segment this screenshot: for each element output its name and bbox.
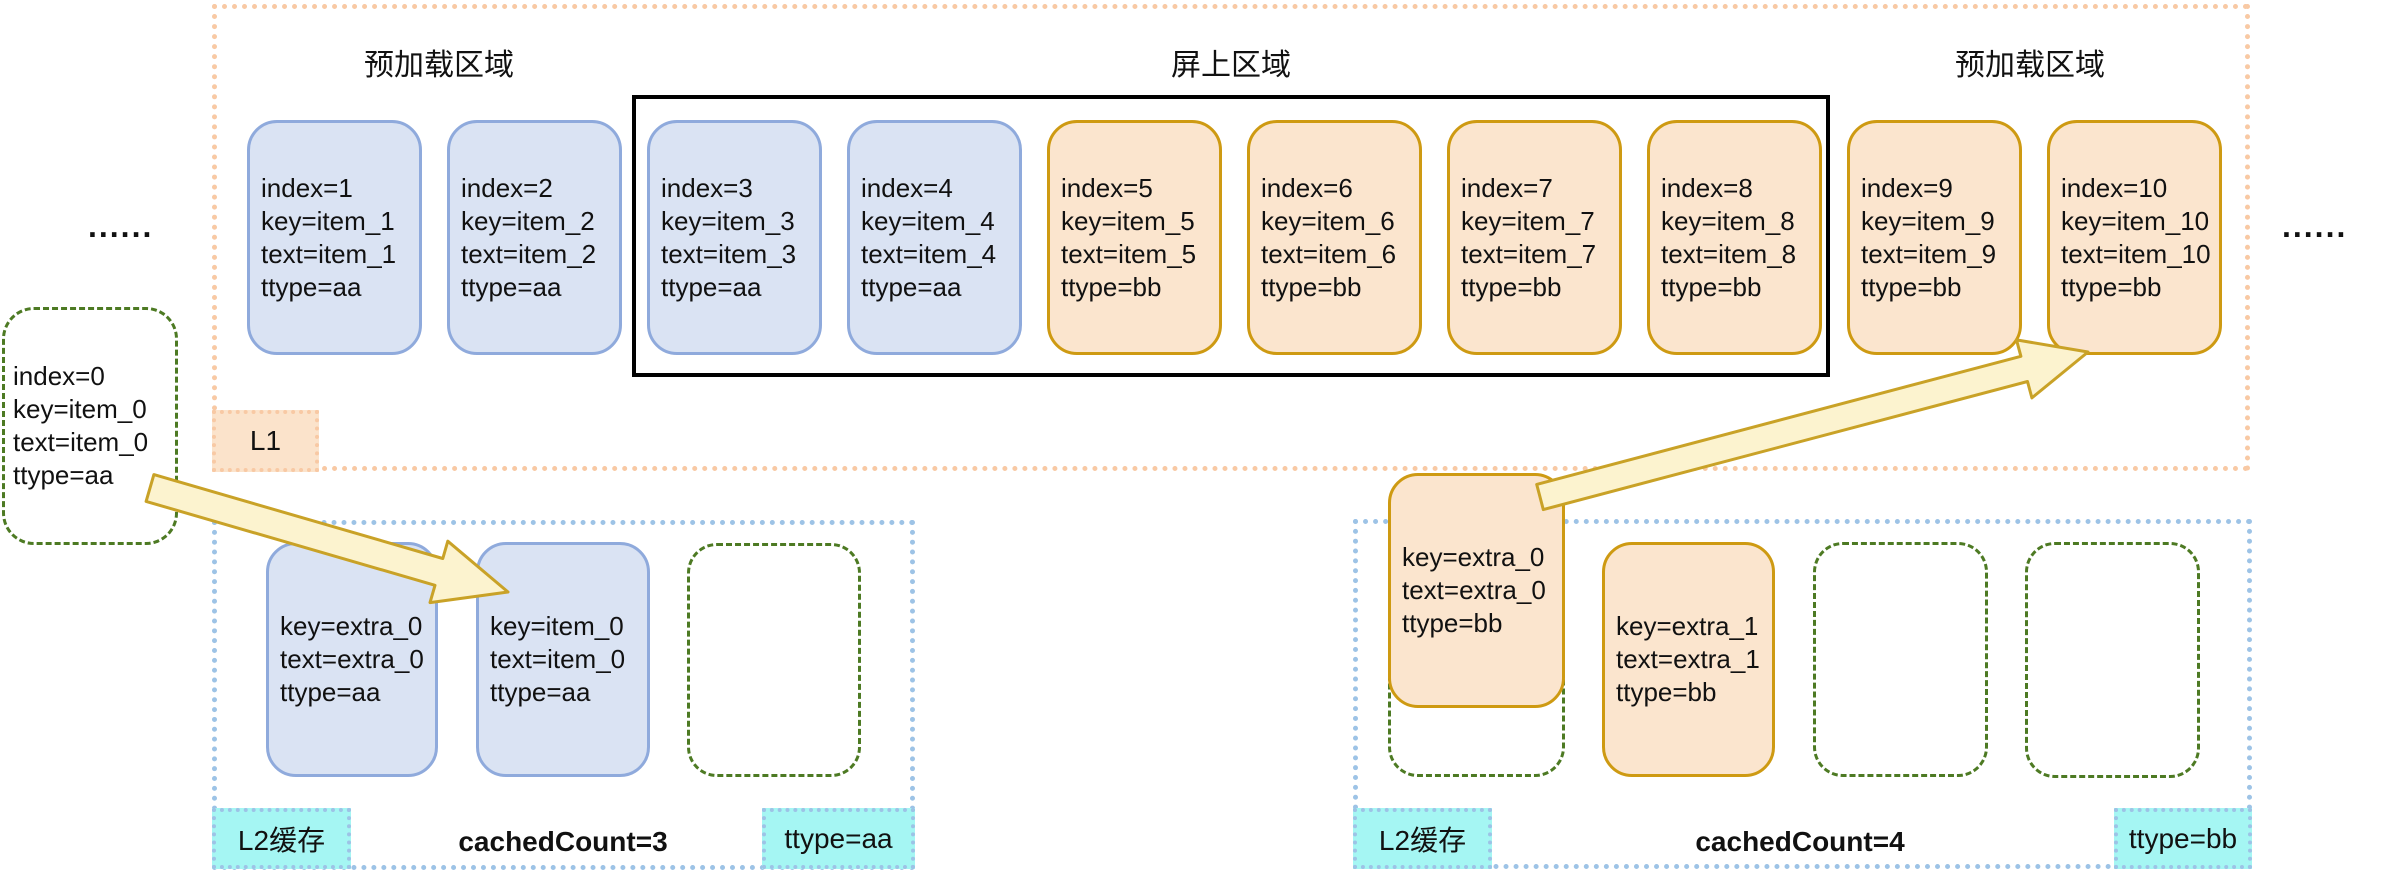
card-text-line: text=item_7 (1461, 238, 1597, 269)
onscreen-area-rect (632, 95, 1830, 377)
ellipsis-right: ...... (2282, 208, 2348, 244)
onscreen-label: 屏上区域 (1171, 49, 1291, 82)
card-key-line: key=item_5 (1061, 205, 1195, 236)
empty-cache-slot (1813, 542, 1988, 777)
empty-cache-slot (2025, 542, 2200, 778)
ttype-tag: ttype=bb (2114, 808, 2252, 869)
l2-incoming-card: key=extra_0 text=extra_0 ttype=bb (1388, 473, 1565, 708)
l2-cached-card: key=item_0 text=item_0 ttype=aa (476, 542, 650, 777)
card-text-line: text=item_6 (1261, 238, 1397, 269)
card-ttype-line: ttype=bb (2061, 271, 2162, 302)
card-key-line: key=item_7 (1461, 205, 1595, 236)
card-index-line: index=9 (1861, 172, 1953, 203)
card-index-line: index=5 (1061, 172, 1153, 203)
list-item-card: index=6 key=item_6 text=item_6 ttype=bb (1247, 120, 1422, 355)
card-key-line: key=extra_0 (1402, 542, 1545, 572)
l1-card-row: index=1 key=item_1 text=item_1 ttype=aa … (247, 120, 2222, 355)
card-text-line: text=item_9 (1861, 238, 1997, 269)
list-item-card: index=3 key=item_3 text=item_3 ttype=aa (647, 120, 822, 355)
card-ttype-line: ttype=aa (490, 677, 591, 707)
l2-cache-tag: L2缓存 (212, 808, 351, 869)
card-ttype-line: ttype=bb (1861, 271, 1962, 302)
card-key-line: key=item_10 (2061, 205, 2210, 236)
card-ttype-line: ttype=bb (1402, 608, 1503, 638)
card-index-line: index=3 (661, 172, 753, 203)
card-key-line: key=item_3 (661, 205, 795, 236)
recycled-item-card: index=0 key=item_0 text=item_0 ttype=aa (2, 307, 178, 545)
card-key-line: key=item_9 (1861, 205, 1995, 236)
card-index-line: index=10 (2061, 172, 2168, 203)
card-text-line: text=extra_1 (1616, 644, 1760, 674)
card-text-line: text=item_3 (661, 238, 797, 269)
card-key-line: key=item_2 (461, 205, 595, 236)
list-item-card: index=10 key=item_10 text=item_10 ttype=… (2047, 120, 2222, 355)
card-index-line: index=8 (1661, 172, 1753, 203)
card-ttype-line: ttype=bb (1661, 271, 1762, 302)
ellipsis-left: ...... (88, 208, 154, 244)
ttype-tag: ttype=aa (762, 808, 915, 869)
list-item-card: index=8 key=item_8 text=item_8 ttype=bb (1647, 120, 1822, 355)
list-item-card: index=9 key=item_9 text=item_9 ttype=bb (1847, 120, 2022, 355)
l2-cache-box-bb (1353, 519, 2252, 869)
list-item-card: index=1 key=item_1 text=item_1 ttype=aa (247, 120, 422, 355)
card-ttype-line: ttype=aa (861, 271, 962, 302)
l2-cache-tag: L2缓存 (1353, 808, 1492, 869)
list-item-card: index=7 key=item_7 text=item_7 ttype=bb (1447, 120, 1622, 355)
card-key-line: key=item_1 (261, 205, 395, 236)
card-text-line: text=item_1 (261, 238, 397, 269)
card-ttype-line: ttype=bb (1261, 271, 1362, 302)
card-ttype-line: ttype=bb (1616, 677, 1717, 707)
card-ttype-line: ttype=aa (661, 271, 762, 302)
card-index-line: index=6 (1261, 172, 1353, 203)
list-item-card: index=5 key=item_5 text=item_5 ttype=bb (1047, 120, 1222, 355)
l2-cached-card: key=extra_1 text=extra_1 ttype=bb (1602, 542, 1775, 777)
empty-cache-slot (687, 543, 861, 777)
card-key-line: key=item_0 (490, 611, 624, 641)
card-index-line: index=2 (461, 172, 553, 203)
list-item-card: index=2 key=item_2 text=item_2 ttype=aa (447, 120, 622, 355)
card-text-line: text=item_4 (861, 238, 997, 269)
card-ttype-line: ttype=bb (1061, 271, 1162, 302)
l2-cached-card: key=extra_0 text=extra_0 ttype=aa (266, 542, 438, 777)
card-ttype-line: ttype=aa (280, 677, 381, 707)
card-key-line: key=item_8 (1661, 205, 1795, 236)
cached-count-label: cachedCount=3 (458, 826, 668, 857)
card-key-line: key=item_6 (1261, 205, 1395, 236)
card-key-line: key=extra_0 (280, 611, 423, 641)
card-index-line: index=4 (861, 172, 953, 203)
preload-left-label: 预加载区域 (364, 49, 514, 82)
card-text-line: text=item_8 (1661, 238, 1797, 269)
cached-count-label: cachedCount=4 (1695, 826, 1905, 857)
preload-right-label: 预加载区域 (1955, 49, 2105, 82)
card-text-line: text=item_10 (2061, 238, 2211, 269)
card-ttype-line: ttype=aa (261, 271, 362, 302)
card-key-line: key=extra_1 (1616, 611, 1759, 641)
card-ttype-line: ttype=aa (13, 460, 114, 490)
card-text-line: text=item_5 (1061, 238, 1197, 269)
l1-region-box (212, 4, 2250, 471)
list-item-card: index=4 key=item_4 text=item_4 ttype=aa (847, 120, 1022, 355)
card-index-line: index=0 (13, 361, 105, 391)
card-index-line: index=7 (1461, 172, 1553, 203)
card-ttype-line: ttype=aa (461, 271, 562, 302)
l2-cache-box-aa (212, 520, 915, 870)
card-text-line: text=item_0 (13, 427, 149, 457)
card-ttype-line: ttype=bb (1461, 271, 1562, 302)
card-text-line: text=item_2 (461, 238, 597, 269)
card-text-line: text=item_0 (490, 644, 626, 674)
card-index-line: index=1 (261, 172, 353, 203)
card-key-line: key=item_4 (861, 205, 995, 236)
card-text-line: text=extra_0 (280, 644, 424, 674)
card-text-line: text=extra_0 (1402, 575, 1546, 605)
card-key-line: key=item_0 (13, 394, 147, 424)
l1-tag: L1 (212, 410, 319, 472)
